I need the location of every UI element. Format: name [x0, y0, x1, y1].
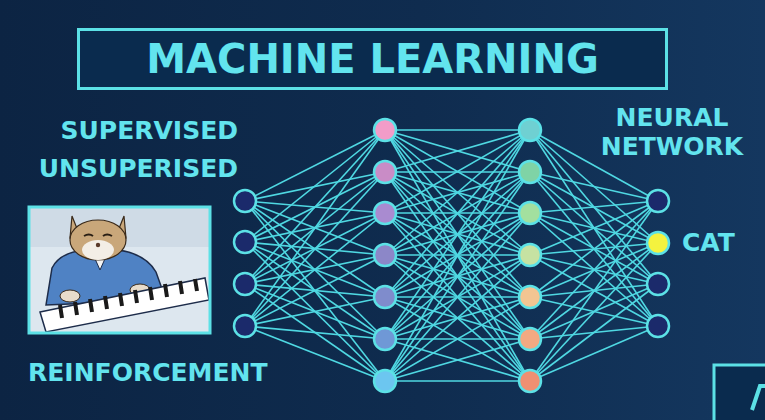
network-link	[530, 172, 658, 326]
picture-ground	[29, 207, 210, 333]
network-link	[245, 130, 385, 284]
network-link	[385, 172, 530, 381]
network-link	[385, 130, 530, 213]
neuron	[647, 273, 669, 295]
neuron	[374, 119, 396, 141]
network-link	[245, 297, 385, 326]
neuron	[234, 231, 256, 253]
neuron	[647, 315, 669, 337]
label-text: NEURAL NETWORK	[587, 104, 757, 162]
label-text: CAT	[682, 229, 735, 258]
network-link	[385, 130, 530, 172]
network-link	[530, 284, 658, 381]
corner-panel	[714, 365, 765, 420]
neuron	[234, 273, 256, 295]
network-link	[385, 255, 530, 381]
neuron	[374, 328, 396, 350]
network-link	[385, 130, 530, 297]
network-link	[385, 213, 530, 381]
network-link	[385, 130, 530, 381]
label-text: UNSUPERISED	[39, 155, 238, 184]
network-link	[385, 172, 530, 381]
network-link	[530, 201, 658, 381]
network-link	[385, 130, 530, 339]
label-text: REINFORCEMENT	[28, 359, 268, 388]
neuron	[374, 244, 396, 266]
network-links	[245, 130, 658, 381]
network-link	[385, 130, 530, 297]
neuron	[374, 161, 396, 183]
network-link	[245, 130, 385, 242]
network-link	[385, 380, 530, 382]
cat-paw	[60, 290, 80, 302]
cat-eyes	[84, 235, 112, 237]
neuron	[374, 202, 396, 224]
neuron	[234, 315, 256, 337]
network-link	[530, 201, 658, 213]
cat-head	[70, 220, 126, 260]
network-link	[385, 130, 530, 255]
neuron	[374, 370, 396, 392]
cat-nose	[96, 243, 100, 247]
network-link	[385, 297, 530, 381]
panel-mark	[752, 386, 765, 410]
network-link	[245, 326, 385, 339]
neuron	[519, 244, 541, 266]
network-link	[245, 242, 385, 339]
network-link	[530, 172, 658, 243]
network-link	[385, 129, 530, 131]
network-link	[385, 255, 530, 381]
network-link	[385, 130, 530, 213]
network-link	[530, 243, 658, 381]
network-link	[245, 201, 385, 339]
network-link	[530, 201, 658, 297]
network-link	[245, 130, 385, 326]
neuron	[519, 119, 541, 141]
network-link	[530, 201, 658, 339]
network-link	[245, 130, 385, 201]
network-link	[245, 255, 385, 326]
network-link	[385, 130, 530, 172]
neuron	[234, 190, 256, 212]
network-link	[245, 172, 385, 326]
network-link	[245, 284, 385, 339]
title-box: MACHINE LEARNING	[77, 28, 668, 90]
neuron	[374, 286, 396, 308]
neuron	[647, 190, 669, 212]
picture-frame	[29, 207, 210, 333]
network-link	[385, 339, 530, 381]
network-link	[385, 130, 530, 381]
cat-picture	[29, 207, 210, 333]
neuron	[519, 286, 541, 308]
label-text: SUPERVISED	[61, 117, 238, 146]
network-link	[530, 326, 658, 381]
network-link	[530, 172, 658, 201]
network-link	[385, 297, 530, 381]
neuron	[519, 370, 541, 392]
neuron	[519, 328, 541, 350]
cat-muzzle	[82, 240, 114, 260]
keyboard	[40, 278, 209, 332]
network-link	[385, 213, 530, 381]
network-link	[385, 339, 530, 381]
network-link	[385, 130, 530, 255]
keyboard-keys	[60, 279, 197, 318]
neuron	[647, 232, 669, 254]
neuron	[519, 161, 541, 183]
title-text: MACHINE LEARNING	[146, 37, 598, 81]
network-link	[245, 213, 385, 326]
neuron	[519, 202, 541, 224]
network-link	[385, 130, 530, 339]
